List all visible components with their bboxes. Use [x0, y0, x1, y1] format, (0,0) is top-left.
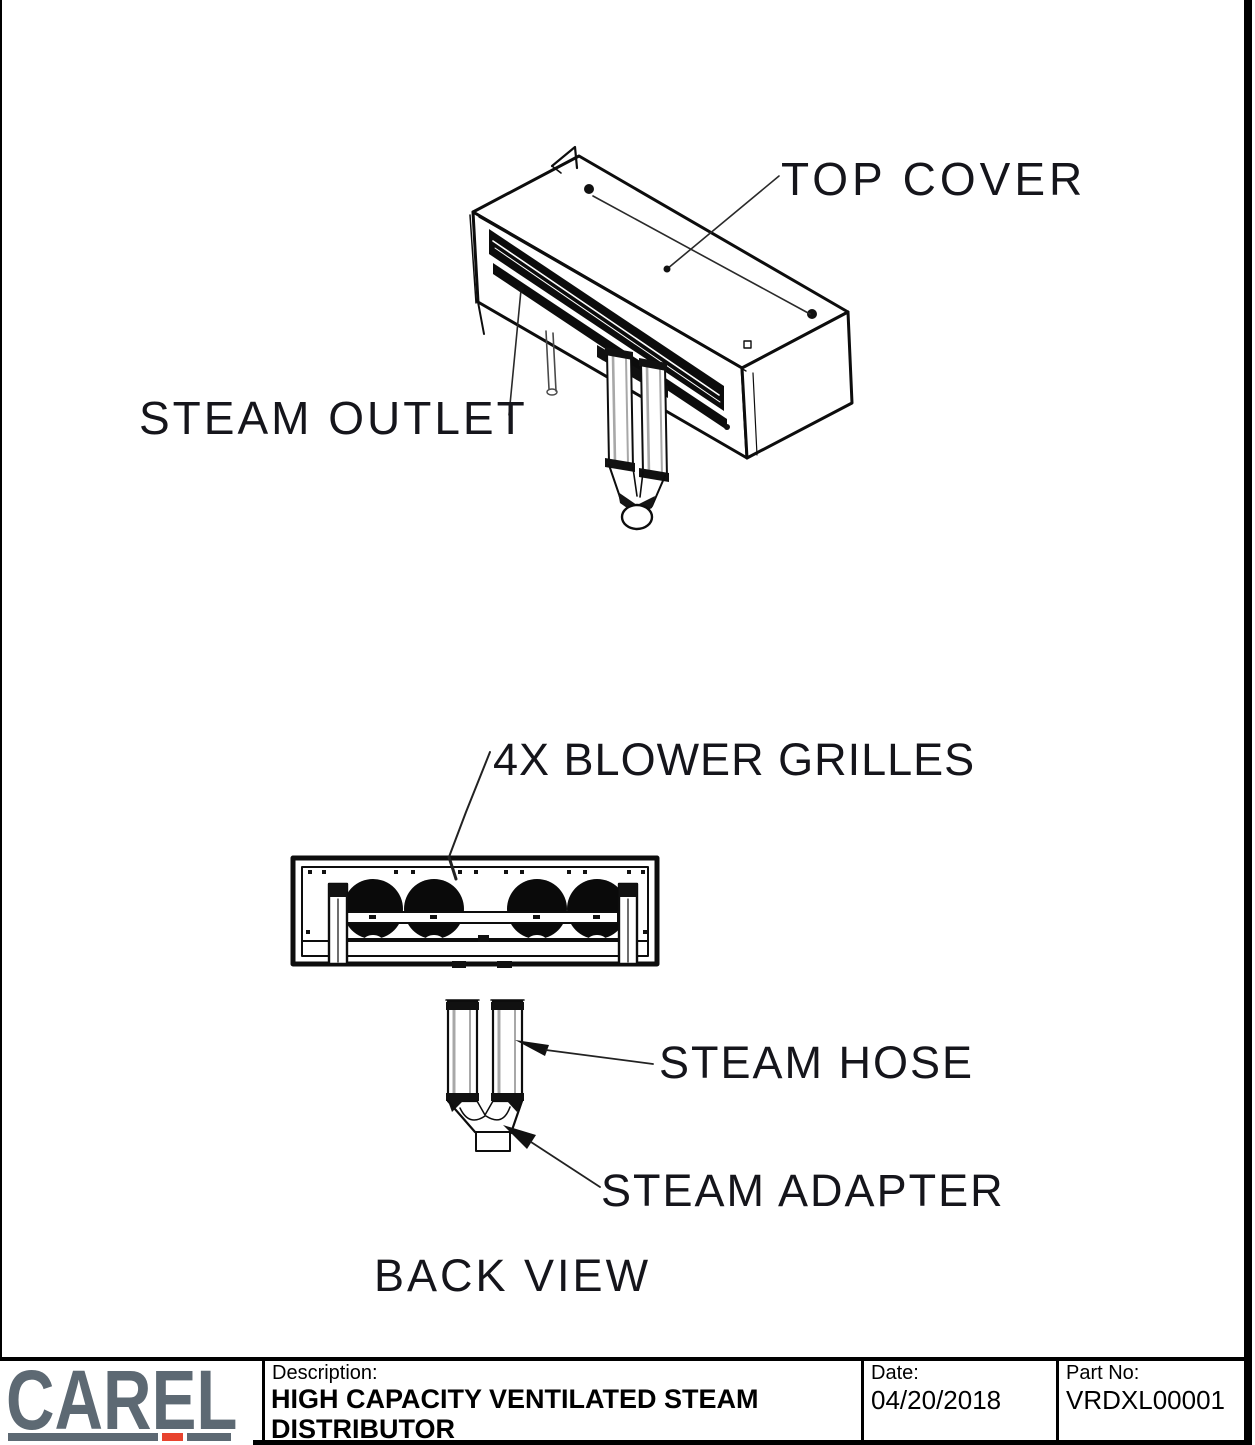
bottom-tabs [452, 961, 512, 968]
blower-grille-1 [343, 879, 403, 939]
title-block-bottom-border [253, 1440, 1252, 1445]
part-no-label: Part No: [1066, 1362, 1140, 1384]
logo-underline-gray-short [187, 1433, 231, 1441]
steam-adapter-iso [608, 464, 666, 531]
left-hanging-bracket [545, 330, 558, 396]
top-vent-mark [743, 340, 752, 349]
steam-hose-right-iso [639, 358, 669, 482]
date-value: 04/20/2018 [871, 1385, 1002, 1415]
steam-hose-left-iso [605, 347, 635, 472]
leader-blower-grilles [447, 751, 491, 881]
back-view-caption: BACK VIEW [374, 1250, 652, 1301]
description-label: Description: [272, 1362, 378, 1384]
leader-top-cover [592, 175, 811, 315]
title-block-top-border [0, 1357, 1252, 1361]
right-bracket [617, 882, 639, 966]
description-value: HIGH CAPACITY VENTILATED STEAM DISTRIBUT… [271, 1384, 759, 1444]
isometric-top-view [469, 145, 854, 531]
title-block-divider-3 [1056, 1357, 1059, 1445]
arrowhead [515, 1040, 549, 1056]
mounting-bar [345, 911, 619, 924]
left-bracket [327, 882, 349, 966]
sheet-border-left [0, 0, 2, 1360]
title-block-divider-1 [262, 1357, 265, 1445]
arrow-steam-hose [515, 1040, 654, 1065]
date-label: Date: [871, 1362, 919, 1384]
title-block-divider-2 [861, 1357, 864, 1445]
carel-logo-text: CAREL [6, 1353, 238, 1445]
steam-adapter-label: STEAM ADAPTER [601, 1165, 1005, 1216]
part-no-value: VRDXL00001 [1066, 1385, 1225, 1415]
corner-flag [550, 145, 579, 174]
blower-grille-3 [507, 879, 567, 939]
steam-hose-label: STEAM HOSE [659, 1037, 975, 1088]
steam-hose-right [490, 999, 525, 1103]
blower-grille-2 [404, 879, 464, 939]
arrow-steam-adapter [503, 1125, 601, 1188]
screw-marks-back [306, 870, 647, 934]
logo-underline-red [162, 1433, 183, 1441]
fan-hub-marks [369, 915, 600, 919]
back-view-drawing [290, 751, 660, 1188]
sheet-border-right [1244, 0, 1252, 1445]
steam-adapter [446, 1099, 524, 1152]
logo-underline-gray-long [8, 1433, 158, 1441]
arrowhead [503, 1125, 536, 1149]
steam-outlet-label: STEAM OUTLET [139, 392, 528, 444]
leader-steam-outlet [508, 286, 524, 416]
end-panel-face [740, 310, 854, 460]
top-cover-label: TOP COVER [781, 153, 1087, 205]
steam-hose-left [445, 999, 480, 1103]
blower-grilles-label: 4X BLOWER GRILLES [493, 734, 976, 785]
